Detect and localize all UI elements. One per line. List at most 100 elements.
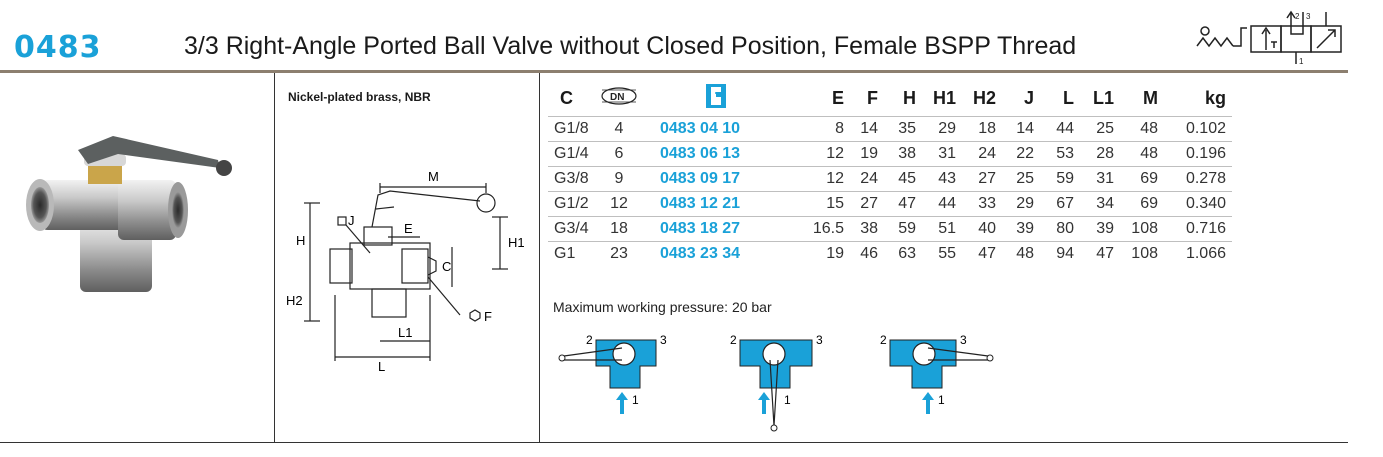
cell-kg: 0.278 [1164, 166, 1232, 192]
article-number-link[interactable]: 0483 04 10 [642, 116, 790, 142]
cell-M: 48 [1120, 116, 1164, 142]
dim-label-H2: H2 [286, 293, 303, 308]
col-header-J: J [1023, 87, 1034, 108]
pressure-note: Maximum working pressure: 20 bar [553, 299, 772, 315]
svg-text:3: 3 [660, 333, 667, 347]
cell-DN: 23 [596, 241, 642, 266]
dim-label-M: M [428, 169, 439, 184]
dim-label-L: L [378, 359, 385, 374]
article-number-link[interactable]: 0483 06 13 [642, 141, 790, 167]
cell-C: G3/4 [548, 216, 596, 242]
position-diagram-3: 2 3 1 [880, 333, 994, 414]
article-number-link[interactable]: 0483 12 21 [642, 191, 790, 217]
cell-E: 15 [790, 191, 850, 217]
cell-L: 67 [1040, 191, 1080, 217]
article-number-link[interactable]: 0483 09 17 [642, 166, 790, 192]
dn-icon: DN [601, 86, 637, 105]
cell-M: 48 [1120, 141, 1164, 167]
col-header-kg: kg [1204, 87, 1226, 108]
symbol-port-3: 3 [1306, 12, 1311, 21]
dim-label-E: E [404, 221, 413, 236]
cell-H2: 27 [962, 166, 1002, 192]
col-header-L1: L1 [1092, 87, 1114, 108]
cell-J: 29 [1002, 191, 1040, 217]
cell-H1: 43 [922, 166, 962, 192]
cell-L1: 31 [1080, 166, 1120, 192]
cell-L1: 25 [1080, 116, 1120, 142]
col-header-L: L [1063, 87, 1074, 108]
cell-H2: 18 [962, 116, 1002, 142]
cell-DN: 12 [596, 191, 642, 217]
cell-H: 38 [884, 141, 922, 167]
svg-text:2: 2 [730, 333, 737, 347]
cell-J: 39 [1002, 216, 1040, 242]
cell-F: 14 [850, 116, 884, 142]
cell-kg: 0.102 [1164, 116, 1232, 142]
symbol-port-2: 2 [1295, 12, 1300, 21]
cell-DN: 4 [596, 116, 642, 142]
cell-H1: 29 [922, 116, 962, 142]
column-divider [539, 73, 540, 442]
svg-text:2: 2 [880, 333, 887, 347]
cell-M: 108 [1120, 241, 1164, 266]
cell-L1: 47 [1080, 241, 1120, 266]
cell-E: 19 [790, 241, 850, 266]
dim-label-F: F [484, 309, 492, 324]
cell-H: 45 [884, 166, 922, 192]
cell-H2: 24 [962, 141, 1002, 167]
product-photo [26, 136, 232, 292]
cell-kg: 0.196 [1164, 141, 1232, 167]
cell-L: 80 [1040, 216, 1080, 242]
cell-H1: 51 [922, 216, 962, 242]
cell-kg: 0.340 [1164, 191, 1232, 217]
col-header-article [642, 80, 790, 117]
cell-kg: 1.066 [1164, 241, 1232, 266]
column-divider [274, 73, 275, 442]
cell-F: 46 [850, 241, 884, 266]
cell-kg: 0.716 [1164, 216, 1232, 242]
col-header-H2: H2 [972, 87, 996, 108]
cell-H2: 47 [962, 241, 1002, 266]
col-header-E: E [831, 87, 844, 108]
article-number-link[interactable]: 0483 23 34 [642, 241, 790, 266]
cell-J: 14 [1002, 116, 1040, 142]
cell-E: 16.5 [790, 216, 850, 242]
svg-text:2: 2 [586, 333, 593, 347]
cell-H1: 31 [922, 141, 962, 167]
dim-label-L1: L1 [398, 325, 412, 340]
cell-L1: 28 [1080, 141, 1120, 167]
cell-F: 27 [850, 191, 884, 217]
cell-DN: 18 [596, 216, 642, 242]
cell-C: G1 [548, 241, 596, 266]
article-number-link[interactable]: 0483 18 27 [642, 216, 790, 242]
dim-label-J: J [348, 213, 355, 228]
col-header-C: C [560, 87, 573, 108]
svg-text:3: 3 [960, 333, 967, 347]
dim-label-C: C [442, 259, 451, 274]
spec-table: C DN E F H H1 H2 J L L1 [548, 80, 1232, 266]
cell-L: 94 [1040, 241, 1080, 266]
cell-J: 48 [1002, 241, 1040, 266]
material-label: Nickel-plated brass, NBR [288, 90, 431, 104]
position-diagram-2: 2 3 1 [730, 333, 823, 432]
cell-M: 69 [1120, 166, 1164, 192]
symbol-port-1: 1 [1299, 57, 1304, 66]
cell-H1: 55 [922, 241, 962, 266]
cell-C: G1/4 [548, 141, 596, 167]
cell-H: 47 [884, 191, 922, 217]
svg-text:1: 1 [938, 393, 945, 407]
page-title: 3/3 Right-Angle Ported Ball Valve withou… [184, 32, 1077, 60]
cell-DN: 9 [596, 166, 642, 192]
dim-label-H: H [296, 233, 305, 248]
cell-J: 25 [1002, 166, 1040, 192]
dim-label-H1: H1 [508, 235, 525, 250]
svg-text:DN: DN [610, 92, 624, 103]
cell-C: G1/8 [548, 116, 596, 142]
col-header-H: H [903, 87, 916, 108]
